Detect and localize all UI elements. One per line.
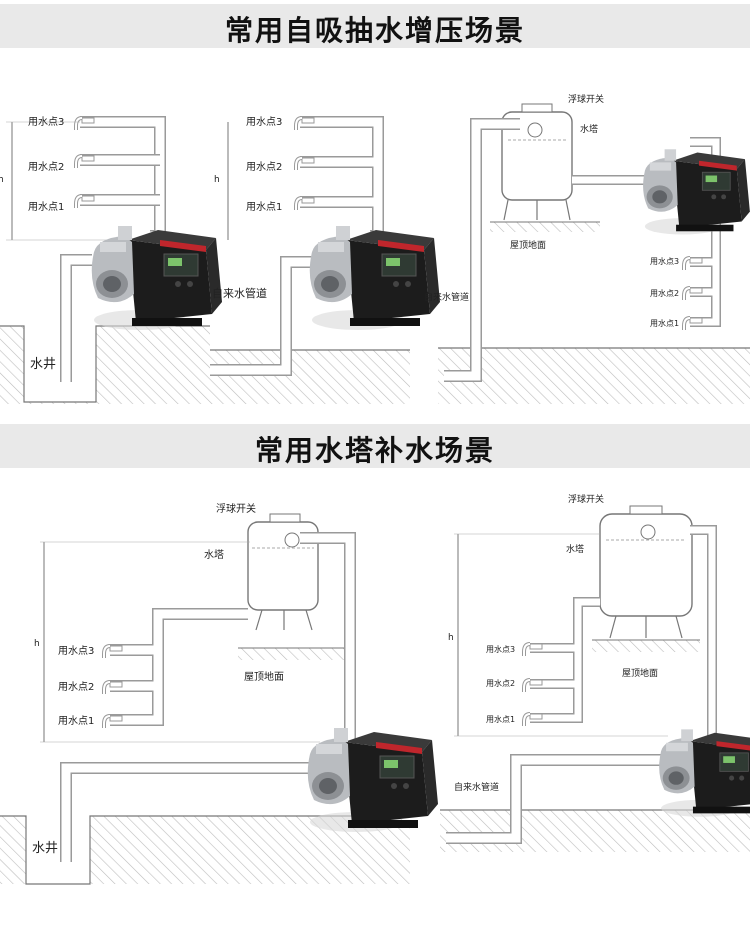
pump-icon-e	[658, 728, 750, 818]
tap-point-3-label-e: 用水点3	[486, 644, 515, 654]
pump-icon-c	[642, 148, 750, 235]
float-switch-label-e: 浮球开关	[568, 493, 604, 505]
tap-point-1-label-e: 用水点1	[486, 714, 515, 724]
roof-floor-label-e: 屋顶地面	[622, 667, 658, 679]
height-label-d: h	[34, 639, 40, 649]
tap-point-1-label-d: 用水点1	[58, 715, 94, 727]
tap-pipe-label: 自来水管道	[212, 286, 267, 300]
tap-pipe-label-c: 自来水管道	[424, 291, 469, 303]
height-label: h	[0, 175, 4, 185]
float-switch-label: 浮球开关	[568, 93, 604, 105]
tap-point-2-label: 用水点2	[28, 161, 64, 173]
well-label: 水井	[30, 357, 56, 372]
tap-point-2-label-c: 用水点2	[650, 288, 679, 298]
tap-point-1-label-b: 用水点1	[246, 201, 282, 213]
section-band-2	[0, 424, 750, 468]
scenario-tap-to-tower: h 浮球开关 水塔 屋顶地面 用水点3 用水点2 用水点1 自来水管道	[440, 493, 750, 852]
scenario-well-suction: 水井 h 用水点3 用水点2 用水点1	[0, 116, 223, 404]
tap-point-3-label: 用水点3	[28, 116, 64, 128]
height-label-b: h	[214, 175, 220, 185]
roof-floor-label: 屋顶地面	[510, 239, 546, 251]
section-title-2: 常用水塔补水场景	[254, 434, 495, 467]
section-band-1	[0, 4, 750, 48]
tap-point-3-label-b: 用水点3	[246, 116, 282, 128]
tap-point-1-label: 用水点1	[28, 201, 64, 213]
water-tower-label-d: 水塔	[204, 548, 224, 561]
tap-point-1-label-c: 用水点1	[650, 318, 679, 328]
height-label-e: h	[448, 633, 454, 643]
water-tower-label-e: 水塔	[566, 543, 584, 555]
scenario-roof-tower: 浮球开关 水塔 屋顶地面 自来水管道 用水点3 用水点2 用水点1	[424, 93, 750, 404]
roof-floor-label-d: 屋顶地面	[244, 670, 284, 683]
section-title-1: 常用自吸抽水增压场景	[224, 14, 525, 47]
well-label-d: 水井	[32, 841, 58, 856]
tap-point-2-label-d: 用水点2	[58, 681, 94, 693]
scenario-well-to-tower: 水井 h 浮球开关 水塔 屋顶地面 用水点3 用水点2 用水点1	[0, 502, 439, 885]
pump-icon-b	[309, 225, 441, 331]
tap-point-3-label-d: 用水点3	[58, 645, 94, 657]
pump-icon-d	[307, 727, 439, 833]
tap-point-2-label-e: 用水点2	[486, 678, 515, 688]
water-tower-label: 水塔	[580, 123, 598, 135]
scenario-tap-boost: h 用水点3 用水点2 用水点1 自来水管道	[210, 116, 441, 404]
pump-icon	[91, 225, 223, 331]
tap-point-2-label-b: 用水点2	[246, 161, 282, 173]
tap-pipe-label-e: 自来水管道	[454, 781, 499, 793]
tap-point-3-label-c: 用水点3	[650, 256, 679, 266]
float-switch-label-d: 浮球开关	[216, 502, 256, 515]
